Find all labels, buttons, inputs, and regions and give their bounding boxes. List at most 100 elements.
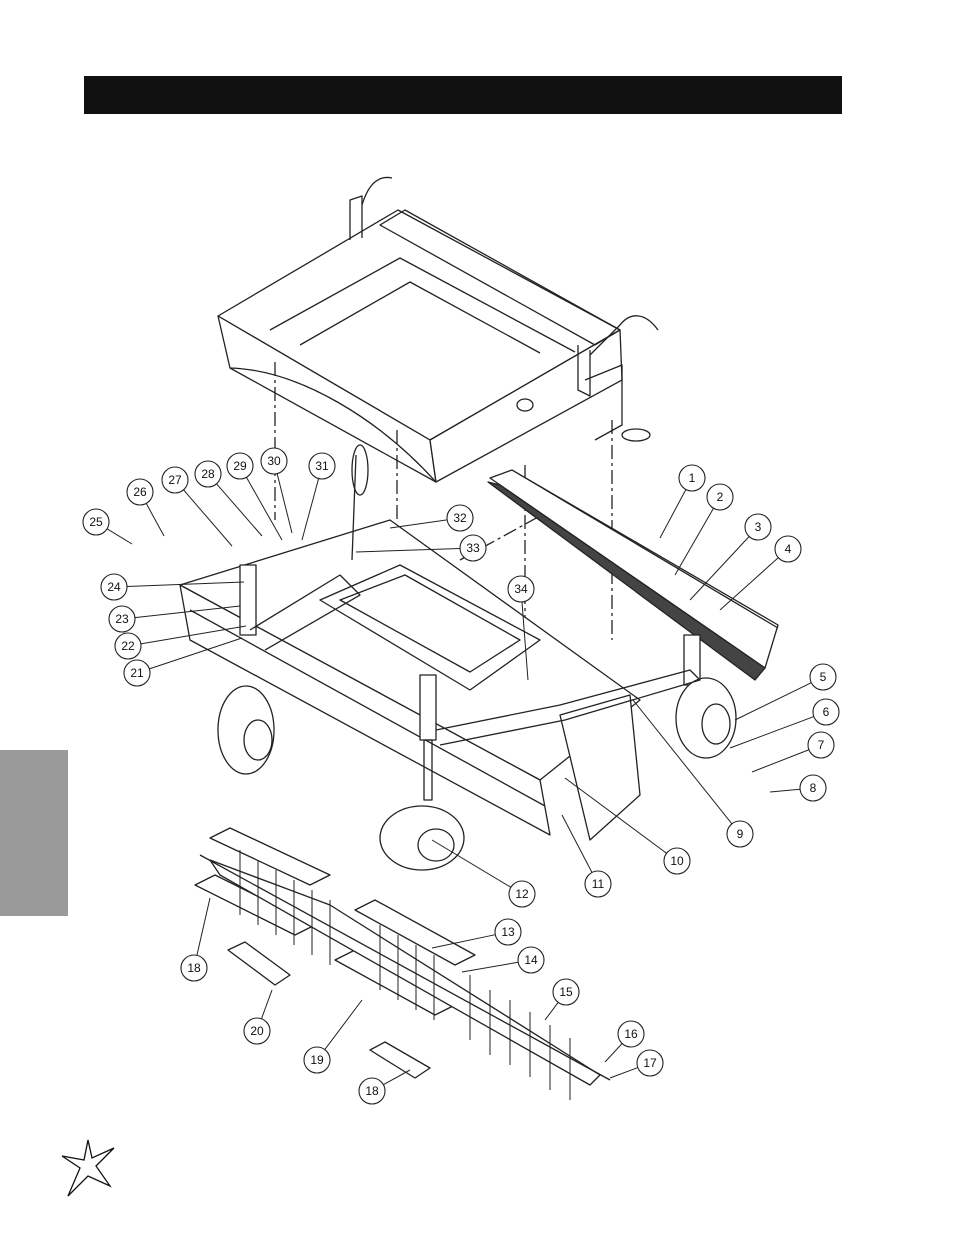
callout-leader-line (126, 581, 245, 587)
callout-29: 29 (226, 452, 283, 541)
callout-circle (507, 575, 535, 603)
callout-circle (126, 478, 154, 506)
callout-circle (100, 573, 128, 601)
callout-circle (108, 605, 136, 633)
callout-32: 32 (389, 504, 474, 532)
callout-leader-line (564, 777, 667, 854)
callout-label: 27 (168, 473, 182, 487)
callout-label: 20 (250, 1024, 264, 1038)
callout-label: 21 (130, 666, 144, 680)
callout-18: 18 (180, 897, 211, 982)
callout-20: 20 (243, 989, 273, 1045)
callout-circle (180, 954, 208, 982)
callout-leader-line (145, 503, 165, 537)
callout-circle (508, 880, 536, 908)
tine-assembly (194, 827, 611, 1100)
callout-label: 31 (315, 459, 329, 473)
callout-circle (617, 1020, 645, 1048)
callout-25: 25 (82, 508, 133, 545)
callout-circle (663, 847, 691, 875)
callout-circle (459, 534, 487, 562)
callout-leader-line (604, 1043, 623, 1063)
callout-leader-line (183, 489, 233, 547)
callout-label: 13 (501, 925, 515, 939)
callout-label: 4 (785, 542, 792, 556)
callout-3: 3 (689, 513, 772, 601)
callout-27: 27 (161, 466, 233, 547)
callout-leader-line (751, 749, 810, 773)
callout-circle (744, 513, 772, 541)
callout-33: 33 (355, 534, 487, 562)
callout-5: 5 (734, 663, 837, 721)
callout-leader-line (355, 547, 461, 553)
callout-circle (812, 698, 840, 726)
callout-circle (706, 483, 734, 511)
callout-leader-line (769, 788, 801, 793)
callout-leader-line (276, 473, 293, 534)
callout-circle (226, 452, 254, 480)
callout-label: 14 (524, 953, 538, 967)
frame-assembly (217, 176, 659, 483)
callout-28: 28 (194, 460, 263, 537)
callout-label: 34 (514, 582, 528, 596)
callout-label: 12 (515, 887, 529, 901)
callout-leader-line (196, 897, 211, 956)
callout-30: 30 (260, 447, 293, 534)
callout-leader-line (561, 814, 593, 873)
callout-label: 1 (689, 471, 696, 485)
callout-leader-line (659, 489, 687, 539)
callout-6: 6 (729, 698, 840, 749)
callout-18: 18 (358, 1069, 411, 1105)
callout-label: 29 (233, 459, 247, 473)
callout-label: 5 (820, 670, 827, 684)
callout-label: 15 (559, 985, 573, 999)
callout-circle (807, 731, 835, 759)
callout-leader-line (106, 528, 133, 545)
callout-label: 18 (187, 961, 201, 975)
callout-circle (584, 870, 612, 898)
caster-wheels (217, 444, 737, 871)
callout-label: 28 (201, 467, 215, 481)
callout-circle (194, 460, 222, 488)
star-logo-icon (61, 1139, 115, 1197)
callout-label: 7 (818, 738, 825, 752)
callout-leader-line (216, 483, 263, 537)
callout-13: 13 (431, 918, 522, 949)
callout-leader-line (431, 839, 512, 888)
callout-circle (358, 1077, 386, 1105)
header-bar (84, 76, 842, 114)
callout-label: 30 (267, 454, 281, 468)
callout-circle (636, 1049, 664, 1077)
callout-circle (243, 1017, 271, 1045)
callout-circle (678, 464, 706, 492)
callout-label: 10 (670, 854, 684, 868)
callout-12: 12 (431, 839, 536, 908)
callout-circle (308, 452, 336, 480)
callout-label: 32 (453, 511, 467, 525)
side-tab (0, 750, 68, 916)
callout-label: 33 (466, 541, 480, 555)
callout-circle (809, 663, 837, 691)
callout-16: 16 (604, 1020, 645, 1063)
callout-circle (82, 508, 110, 536)
callout-circle (774, 535, 802, 563)
callout-label: 24 (107, 580, 121, 594)
callout-8: 8 (769, 774, 827, 802)
callout-23: 23 (108, 605, 241, 633)
callout-label: 18 (365, 1084, 379, 1098)
callout-leader-line (734, 682, 812, 721)
callout-label: 16 (624, 1027, 638, 1041)
callout-10: 10 (564, 777, 691, 875)
callout-leader-line (632, 699, 733, 825)
callout-label: 11 (592, 877, 605, 891)
callout-circle (799, 774, 827, 802)
callout-label: 22 (121, 639, 135, 653)
callout-22: 22 (114, 625, 247, 660)
callout-11: 11 (561, 814, 612, 898)
callout-17: 17 (609, 1049, 664, 1079)
callout-leader-line (245, 477, 283, 541)
callout-label: 9 (737, 827, 744, 841)
callout-26: 26 (126, 478, 165, 537)
callout-31: 31 (301, 452, 336, 541)
callout-circle (726, 820, 754, 848)
